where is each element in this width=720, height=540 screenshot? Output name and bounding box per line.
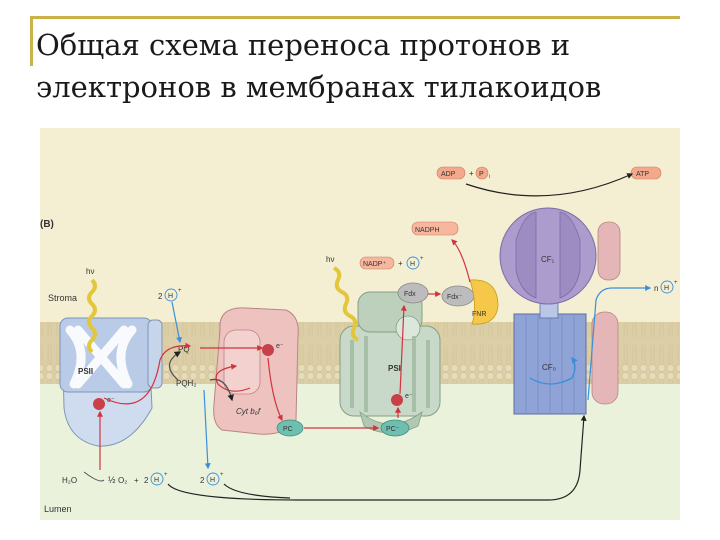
cytb6f-proton-release-arrow xyxy=(203,389,211,470)
stroma-2h-coeff: 2 xyxy=(158,292,163,301)
stroma-label: Stroma xyxy=(48,293,77,303)
adp-plus: + xyxy=(469,169,474,178)
psi-light-label: hν xyxy=(326,255,334,264)
cytb6f-label: Cyt b₆f xyxy=(236,407,261,416)
psii-label: PSII xyxy=(78,367,93,376)
cf0-label: CF₀ xyxy=(542,363,556,372)
cytb6f-electron xyxy=(262,344,274,356)
nadph-box xyxy=(411,221,459,236)
nadp-proton-sup: + xyxy=(420,256,424,262)
pc-reduced-label: PC⁻ xyxy=(386,426,400,433)
cytb6f-electron-label: e⁻ xyxy=(276,343,284,350)
nh-coeff: n xyxy=(654,284,658,293)
oxygen-label: O₂ xyxy=(118,476,127,485)
pq-label: PQ xyxy=(178,345,190,354)
nadp-proton-circle xyxy=(406,256,420,270)
pqh2-to-cytb6f-arrow xyxy=(209,378,234,402)
psii-light-label: hν xyxy=(86,267,94,276)
stroma-proton-uptake-arrow xyxy=(171,301,183,344)
cf0-rotation-arrow xyxy=(529,356,578,385)
atp-synthase-proton-arrow xyxy=(587,285,652,401)
lumen-proton-gradient-arrow xyxy=(167,414,587,501)
stroma-2h-h: H xyxy=(168,293,173,300)
pi-label: P xyxy=(479,171,484,178)
lumen-2h-circle xyxy=(150,472,164,486)
cytb6f-2h-sup: + xyxy=(220,472,224,478)
adp-label: ADP xyxy=(441,171,456,178)
nh-h: H xyxy=(664,285,669,292)
nadph-label: NADPH xyxy=(415,227,440,234)
psi-electron xyxy=(391,394,403,406)
pc-reduced-node xyxy=(380,419,410,437)
water-plus: + xyxy=(134,476,139,485)
nadp-plus: + xyxy=(398,259,403,268)
psii-complex xyxy=(59,317,163,447)
fnr-node xyxy=(469,279,499,325)
psi-to-fdx-arrow xyxy=(399,304,407,395)
pc-node xyxy=(276,419,304,437)
lumen-2h-h: H xyxy=(154,477,159,484)
psii-to-pq-arrow xyxy=(103,342,192,405)
psi-electron-label: e⁻ xyxy=(405,393,413,400)
adp-box xyxy=(436,166,466,180)
slide-title: Общая схема переноса протонов и электрон… xyxy=(36,28,602,104)
nh-circle xyxy=(660,280,674,294)
cytb6f-complex xyxy=(213,307,299,435)
nh-sup: + xyxy=(674,280,678,286)
psi-label: PSI xyxy=(388,364,401,373)
atp-synthase xyxy=(499,207,621,415)
cf1-label: CF₁ xyxy=(541,255,555,264)
atp-synthesis-arrow xyxy=(465,173,634,197)
stroma-2h-sup: + xyxy=(178,288,182,294)
atp-box xyxy=(630,166,662,180)
water-label: H₂O xyxy=(62,476,77,485)
lumen-2h-coeff: 2 xyxy=(144,476,149,485)
nadp-label: NADP⁺ xyxy=(363,261,386,268)
panel-label: (B) xyxy=(40,219,54,230)
title-frame-top xyxy=(30,16,680,19)
half-label: ½ xyxy=(108,475,116,485)
lumen-label: Lumen xyxy=(44,504,72,514)
cytb6f-2h-coeff: 2 xyxy=(200,476,205,485)
fnr-label: FNR xyxy=(472,311,486,318)
lumen-proton-merge-line xyxy=(223,483,291,499)
fdx-label: Fdx xyxy=(404,291,416,298)
q-cycle-arrow xyxy=(215,363,251,392)
cytb6f-2h-h: H xyxy=(210,477,215,484)
nadp-proton-h: H xyxy=(410,261,415,268)
pqh2-label: PQH₂ xyxy=(176,379,196,388)
pi-subscript: i xyxy=(489,174,490,180)
psii-photon xyxy=(87,278,97,354)
psi-photon xyxy=(333,266,359,342)
atp-label: ATP xyxy=(636,171,649,178)
fnr-to-nadph-arrow xyxy=(451,239,471,283)
water-split-arrow xyxy=(83,471,105,482)
pq-shuttle-arrow xyxy=(168,351,182,381)
title-frame-left xyxy=(30,16,33,66)
pi-circle xyxy=(475,166,489,180)
fdx-node xyxy=(397,282,429,304)
fdx-reduced-label: Fdx⁻ xyxy=(447,294,463,301)
cytb6f-2h-circle xyxy=(206,472,220,486)
psii-electron xyxy=(93,398,105,410)
stroma-2h-circle xyxy=(164,288,178,302)
lumen-2h-sup: + xyxy=(164,472,168,478)
cytb6f-to-pc-arrow xyxy=(267,357,283,422)
pc-label: PC xyxy=(283,426,293,433)
nadp-box xyxy=(359,256,395,270)
